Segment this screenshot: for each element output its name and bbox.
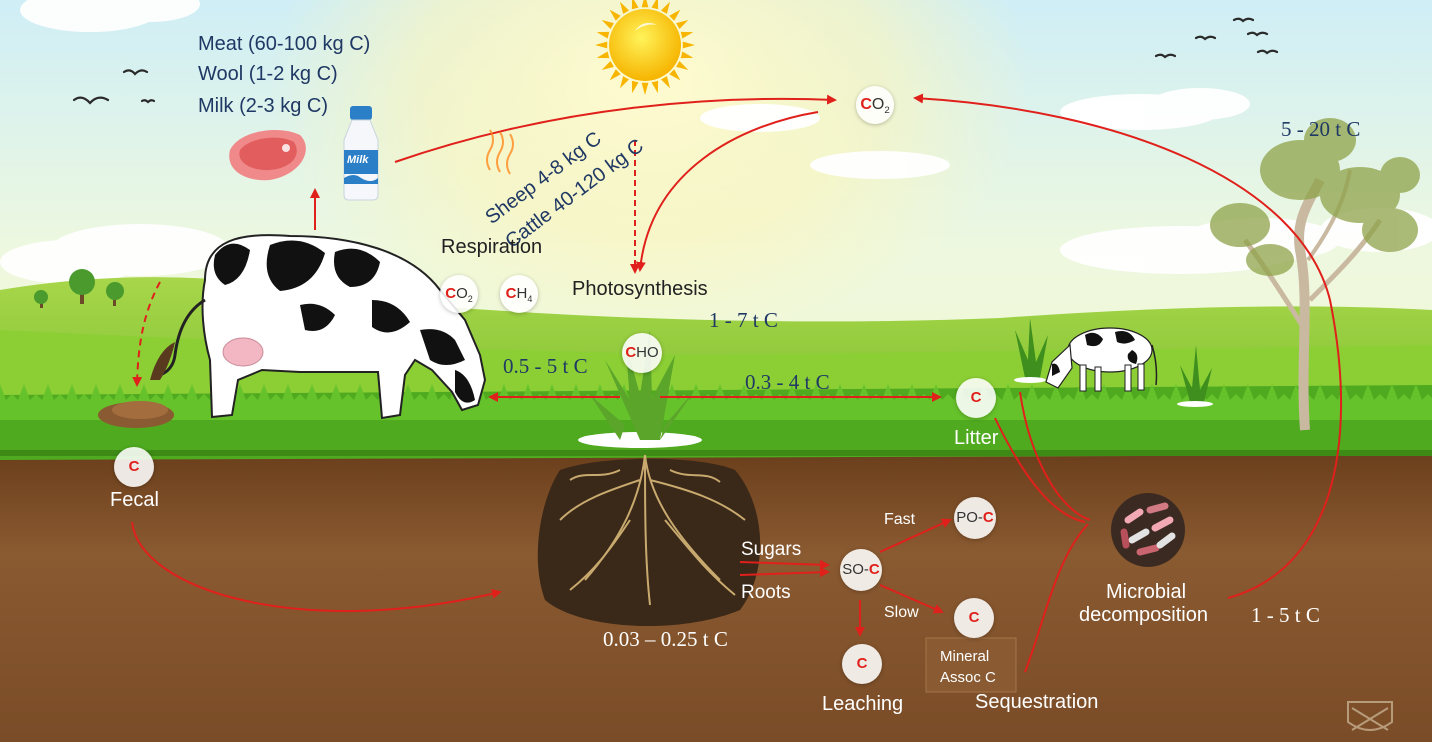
milk-bottle-icon xyxy=(343,106,379,201)
leaching-carbon-bubble: C xyxy=(842,644,882,684)
litter-quantity: 0.3 - 4 t C xyxy=(745,370,830,394)
university-crest-icon xyxy=(1347,701,1393,731)
small-trees xyxy=(34,269,124,308)
roots-icon xyxy=(537,454,761,627)
co2-sky-bubble: CO2 xyxy=(856,86,894,124)
mineral-label: Mineral xyxy=(940,648,990,665)
po-carbon-bubble: PO-C xyxy=(954,497,996,539)
mineral-carbon-bubble: C xyxy=(954,598,994,638)
grazing-quantity: 0.5 - 5 t C xyxy=(503,354,588,378)
photosynthesis-label: Photosynthesis xyxy=(572,278,708,300)
respiration-label: Respiration xyxy=(441,236,543,258)
leaching-label: Leaching xyxy=(822,693,904,715)
slow-label: Slow xyxy=(884,604,919,621)
photosynthesis-quantity: 1 - 7 t C xyxy=(709,308,778,332)
grass-tufts xyxy=(1014,318,1213,407)
mineral-box xyxy=(925,637,1017,693)
bird-icon xyxy=(72,17,1279,105)
litter-label: Litter xyxy=(954,427,999,449)
sugars-label: Sugars xyxy=(741,539,802,560)
ch4-bubble: CH4 xyxy=(500,275,538,313)
fecal-label: Fecal xyxy=(110,489,159,511)
meat-label: Meat (60-100 kg C) xyxy=(198,33,371,55)
milk-label: Milk (2-3 kg C) xyxy=(198,95,329,117)
flow-arrows xyxy=(131,93,1343,673)
wool-label: Wool (1-2 kg C) xyxy=(198,63,338,85)
sun-icon xyxy=(595,0,695,95)
cow-icon xyxy=(150,234,487,420)
microbial-label: Microbial xyxy=(1106,581,1187,603)
so-carbon-bubble: SO-C xyxy=(840,549,882,591)
microbe-icon xyxy=(1111,493,1185,567)
heat-waves xyxy=(486,129,514,175)
co2-cow-bubble: CO2 xyxy=(440,275,478,313)
litter-carbon-bubble: C xyxy=(956,378,996,418)
sequestration-label: Sequestration xyxy=(975,691,1099,713)
dung-icon xyxy=(98,401,174,428)
fecal-carbon-bubble: C xyxy=(114,447,154,487)
small-cow-icon xyxy=(1045,327,1158,392)
tree-icon xyxy=(1210,118,1420,431)
decomposition-quantity: 1 - 5 t C xyxy=(1251,603,1320,627)
roots-label: Roots xyxy=(741,582,791,603)
milk-bottle-label: Milk xyxy=(347,154,369,166)
fast-label: Fast xyxy=(884,511,916,528)
roots-quantity: 0.03 – 0.25 t C xyxy=(603,627,728,651)
plant-icon xyxy=(578,330,702,448)
tree-quantity: 5 - 20 t C xyxy=(1281,117,1361,141)
decomposition-label: decomposition xyxy=(1079,604,1208,626)
cho-bubble: CHO xyxy=(622,333,662,373)
assoc-c-label: Assoc C xyxy=(940,669,996,686)
meat-icon xyxy=(229,130,306,181)
